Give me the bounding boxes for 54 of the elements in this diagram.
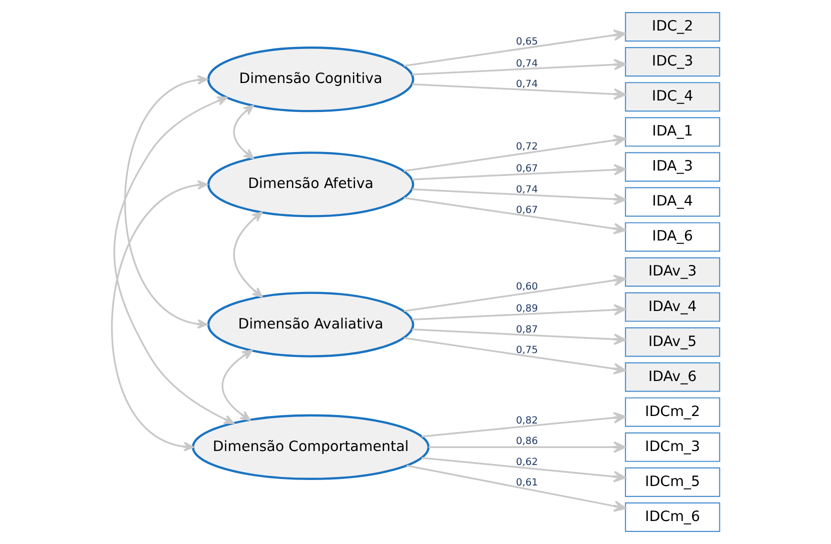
edge-label: 0,74 (516, 184, 538, 196)
edge-label: 0,74 (516, 58, 538, 70)
arrow (222, 350, 252, 421)
arrow (404, 337, 626, 374)
arrow (412, 188, 626, 205)
node-box: IDA_6 (624, 222, 720, 252)
edge-label: 0,89 (516, 304, 538, 315)
node-ellipse: Dimensão Cognitiva (207, 46, 414, 112)
node-box: IDAv_4 (624, 292, 720, 322)
node-box: IDA_1 (624, 117, 720, 147)
arrow (422, 456, 626, 482)
edge-label: 0,74 (516, 79, 538, 90)
arrow (412, 304, 626, 321)
edge-label: 0,65 (516, 36, 538, 48)
edge-label: 0,87 (516, 324, 538, 336)
node-box: IDA_4 (624, 187, 720, 217)
edge-label: 0,67 (516, 205, 538, 216)
edge-label: 0,67 (516, 164, 538, 175)
node-box: IDC_4 (624, 82, 720, 112)
arrow (111, 180, 208, 452)
arrow (412, 328, 626, 346)
edge-label: 0,61 (516, 478, 538, 489)
arrow (404, 134, 626, 172)
edge-label: 0,82 (516, 415, 538, 426)
node-box: IDAv_6 (624, 362, 720, 392)
node-ellipse: Dimensão Avaliativa (207, 292, 414, 358)
arrow (113, 96, 234, 424)
arrow (404, 274, 626, 312)
node-box: IDA_3 (624, 152, 720, 182)
node-box: IDC_2 (624, 12, 720, 42)
arrow (124, 75, 208, 329)
arrow (428, 441, 626, 453)
arrow (233, 104, 254, 160)
node-ellipse: Dimensão Afetiva (207, 152, 414, 218)
edge-label: 0,72 (516, 142, 538, 153)
edge-label: 0,60 (516, 282, 538, 293)
edge-label: 0,86 (516, 436, 538, 448)
node-box: IDCm_6 (624, 502, 720, 532)
arrow (404, 197, 626, 234)
arrow (412, 164, 626, 180)
arrow (412, 83, 626, 100)
edge-label: 0,62 (516, 456, 538, 468)
node-box: IDAv_5 (624, 327, 720, 357)
edge-label: 0,75 (516, 345, 538, 356)
node-box: IDAv_3 (624, 257, 720, 287)
arrow (404, 29, 626, 67)
arrow (233, 212, 263, 298)
node-box: IDCm_3 (624, 432, 720, 462)
node-box: IDC_3 (624, 47, 720, 77)
arrow (406, 464, 626, 512)
node-box: IDCm_5 (624, 467, 720, 497)
arrow (422, 412, 626, 438)
arrow (412, 58, 626, 76)
node-box: IDCm_2 (624, 397, 720, 427)
